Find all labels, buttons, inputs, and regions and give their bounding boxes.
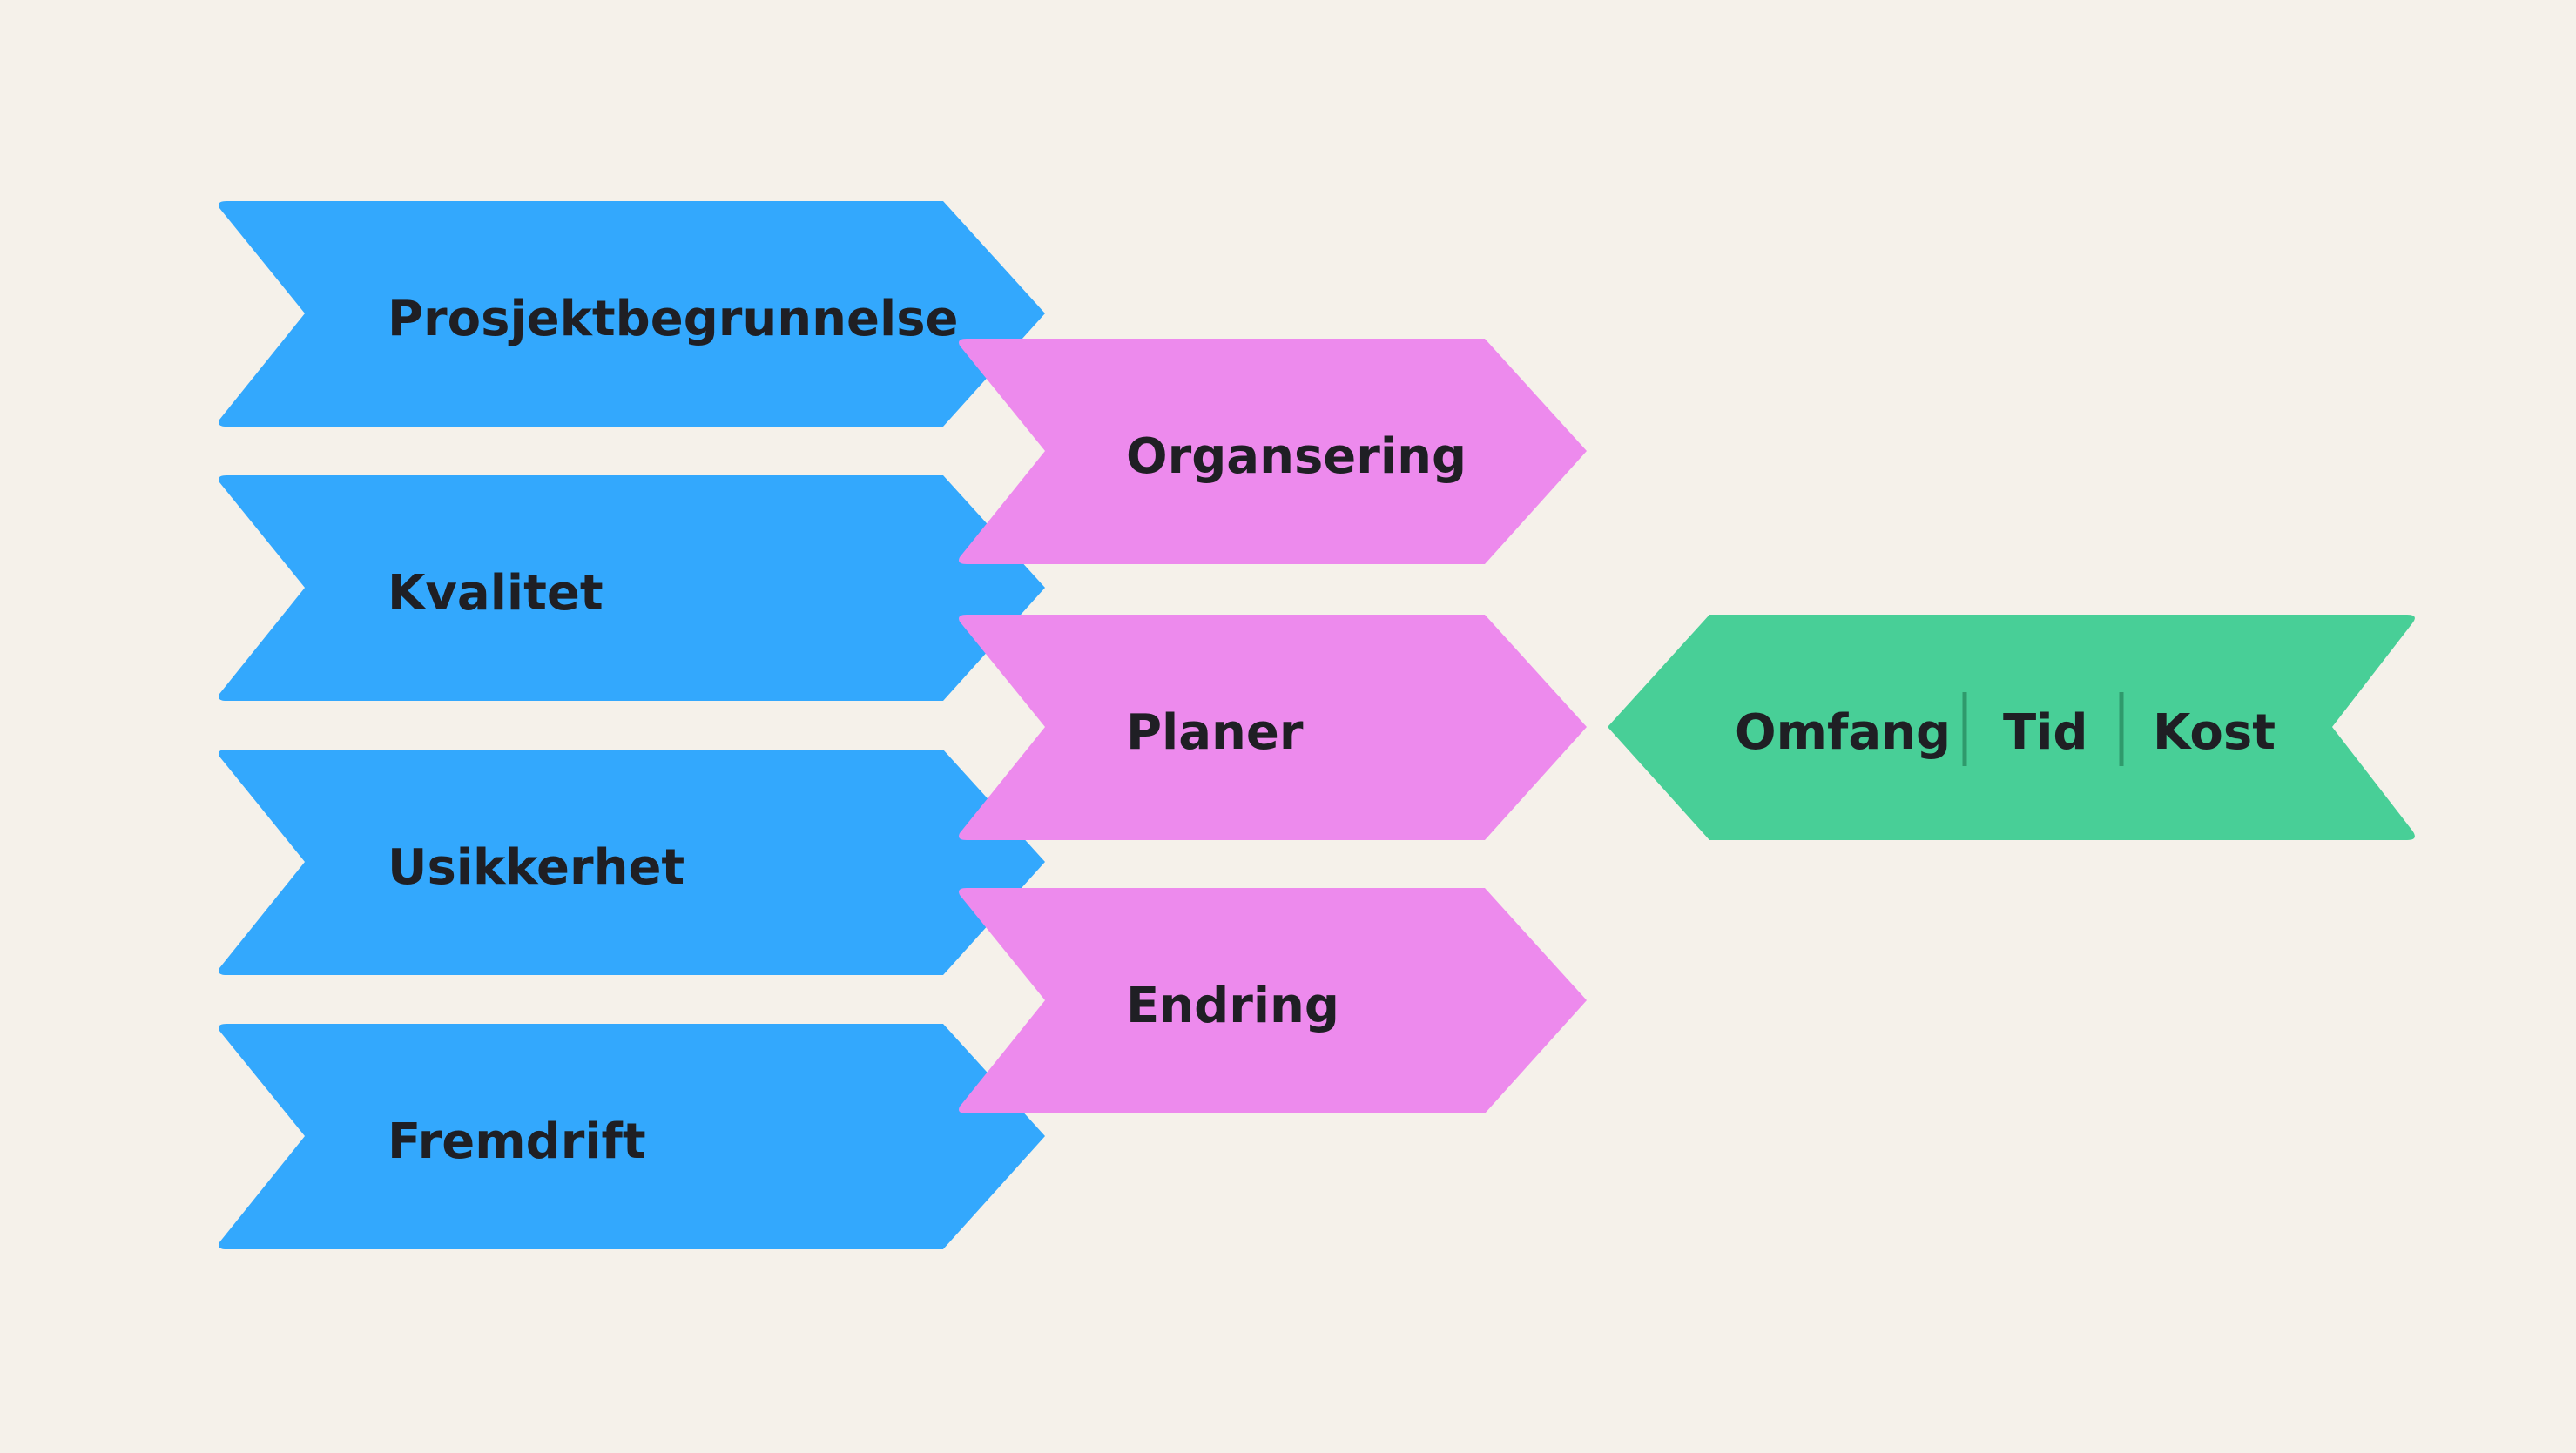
banner-item-tid: Tid [2003, 704, 2087, 761]
pink-chevron-shape [959, 339, 1587, 564]
pink-chevron-shape [959, 888, 1587, 1113]
chevron-label: Planer [1126, 704, 1304, 761]
pink-chevron-shape [959, 615, 1587, 840]
blue-chevron-usikkerhet: Usikkerhet [219, 750, 1045, 975]
pink-chevron-planer: Planer [959, 615, 1587, 840]
blue-chevron-fremdrift: Fremdrift [219, 1024, 1045, 1249]
green-banner-shape [1608, 615, 2415, 840]
banner-item-omfang: Omfang [1735, 704, 1951, 761]
pink-chevron-endring: Endring [959, 888, 1587, 1113]
chevron-label: Usikkerhet [388, 839, 684, 896]
green-banner: Omfang Tid Kost [1608, 615, 2415, 840]
blue-chevron-shape [219, 475, 1045, 701]
blue-chevron-shape [219, 750, 1045, 975]
blue-chevron-prosjektbegrunnelse: Prosjektbegrunnelse [219, 201, 1045, 427]
chevron-label: Organsering [1126, 428, 1467, 485]
pink-chevron-organsering: Organsering [959, 339, 1587, 564]
chevron-label: Prosjektbegrunnelse [388, 291, 959, 347]
blue-chevron-kvalitet: Kvalitet [219, 475, 1045, 701]
chevron-label: Endring [1126, 978, 1339, 1034]
blue-chevron-shape [219, 1024, 1045, 1249]
pink-chevron-group: Organsering Planer Endring [959, 339, 1587, 1113]
blue-chevron-shape [219, 201, 1045, 427]
blue-chevron-group: Prosjektbegrunnelse Kvalitet Usikkerhet … [219, 201, 1045, 1249]
chevron-label: Fremdrift [388, 1113, 646, 1170]
chevron-label: Kvalitet [388, 565, 604, 622]
banner-item-kost: Kost [2153, 704, 2276, 761]
